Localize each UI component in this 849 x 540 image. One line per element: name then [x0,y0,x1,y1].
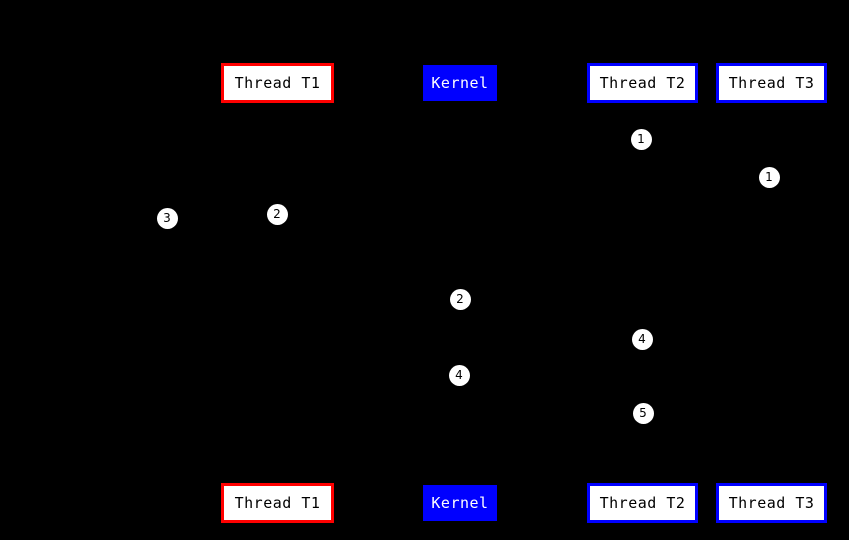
step-marker-1: 1 [630,128,652,150]
step-marker-5: 5 [632,402,654,424]
participant-bottom-t3b[interactable]: Thread T3 [716,483,827,523]
participant-bottom-t1b[interactable]: Thread T1 [221,483,334,523]
message-arrow-m6 [459,350,642,364]
participant-top-t2[interactable]: Thread T2 [587,63,698,103]
step-marker-1: 1 [758,166,780,188]
step-marker-4: 4 [448,364,470,386]
participant-bottom-t3b-label: Thread T3 [728,493,815,512]
message-arrow-m2 [770,188,771,208]
message-arrow-m7 [459,387,643,403]
step-marker-2: 2 [449,288,471,310]
lifeline-t1 [277,103,278,483]
message-arrow-m3 [166,225,277,232]
participant-bottom-t2b-label: Thread T2 [599,493,686,512]
participant-top-t1[interactable]: Thread T1 [221,63,334,103]
participant-top-t3-label: Thread T3 [728,73,815,92]
step-marker-3: 3 [156,207,178,229]
message-arrow-m1 [641,150,642,170]
message-arrow-m5 [459,311,642,329]
step-marker-4: 4 [631,328,653,350]
participant-top-kernel[interactable]: Kernel [423,65,497,101]
message-arrow-m4 [276,232,460,289]
participant-bottom-t1b-label: Thread T1 [234,493,321,512]
step-marker-2: 2 [266,203,288,225]
participant-bottom-kernelb-label: Kernel [431,493,489,512]
participant-top-t2-label: Thread T2 [599,73,686,92]
participant-top-t3[interactable]: Thread T3 [716,63,827,103]
participant-top-t1-label: Thread T1 [234,73,321,92]
lifeline-t3 [771,103,772,483]
participant-bottom-t2b[interactable]: Thread T2 [587,483,698,523]
lifeline-t2 [642,103,643,483]
participant-top-kernel-label: Kernel [431,73,489,92]
participant-bottom-kernelb[interactable]: Kernel [423,485,497,521]
